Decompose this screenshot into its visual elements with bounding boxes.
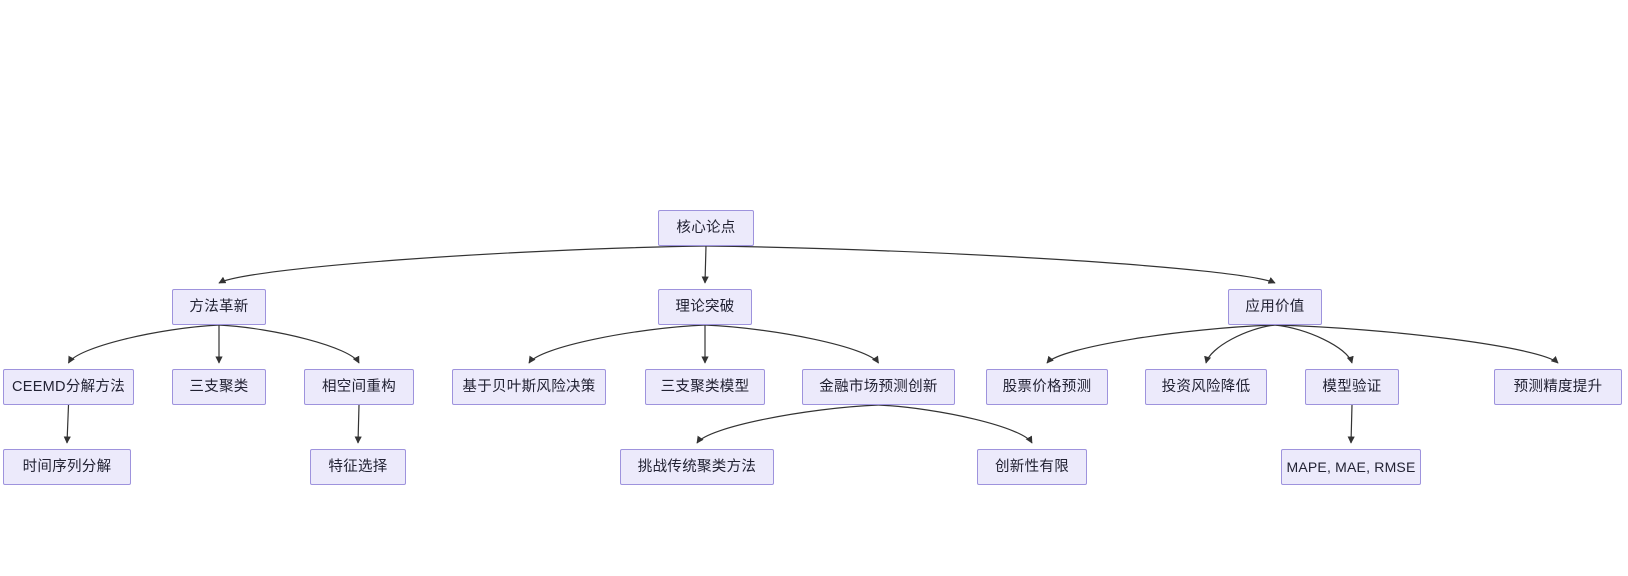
node-label: 模型验证 (1322, 378, 1382, 395)
edge-root-to-m2 (701, 245, 709, 284)
node-label: 时间序列分解 (22, 458, 112, 475)
node-label: 金融市场预测创新 (819, 378, 938, 395)
node-label: 特征选择 (328, 458, 388, 475)
edge-b3-to-b3_2 (878, 404, 1033, 444)
node-label: 相空间重构 (322, 378, 396, 395)
node-label: 理论突破 (675, 298, 735, 315)
node-m1[interactable]: 方法革新 (172, 289, 266, 325)
node-label: 创新性有限 (995, 458, 1069, 475)
node-b2[interactable]: 三支聚类模型 (645, 369, 765, 405)
edge-a3-to-a3_1 (354, 404, 362, 444)
edge-m1-to-a3 (218, 324, 360, 364)
node-label: 方法革新 (189, 298, 249, 315)
node-c1[interactable]: 股票价格预测 (986, 369, 1108, 405)
node-a2[interactable]: 三支聚类 (172, 369, 266, 405)
node-c3_1[interactable]: MAPE, MAE, RMSE (1281, 449, 1421, 485)
node-a1_1[interactable]: 时间序列分解 (3, 449, 131, 485)
edge-m3-to-c3 (1274, 324, 1354, 364)
node-label: CEEMD分解方法 (11, 378, 126, 395)
node-label: 核心论点 (676, 219, 736, 236)
node-b3[interactable]: 金融市场预测创新 (802, 369, 955, 405)
node-label: 股票价格预测 (1002, 378, 1092, 395)
edge-m3-to-c2 (1204, 324, 1276, 364)
node-label: 预测精度提升 (1513, 378, 1603, 395)
node-a3_1[interactable]: 特征选择 (310, 449, 406, 485)
node-c3[interactable]: 模型验证 (1305, 369, 1399, 405)
edge-a1-to-a1_1 (63, 404, 71, 444)
node-a3[interactable]: 相空间重构 (304, 369, 414, 405)
node-b3_2[interactable]: 创新性有限 (977, 449, 1087, 485)
edge-root-to-m3 (705, 245, 1276, 284)
node-m3[interactable]: 应用价值 (1228, 289, 1322, 325)
edge-m3-to-c1 (1046, 324, 1276, 364)
node-label: 应用价值 (1245, 298, 1305, 315)
node-a1[interactable]: CEEMD分解方法 (3, 369, 134, 405)
node-label: MAPE, MAE, RMSE (1286, 459, 1416, 475)
node-label: 挑战传统聚类方法 (637, 458, 757, 475)
node-label: 三支聚类模型 (660, 378, 750, 395)
node-b3_1[interactable]: 挑战传统聚类方法 (620, 449, 774, 485)
edge-m1-to-a1 (67, 324, 220, 364)
node-c4[interactable]: 预测精度提升 (1494, 369, 1622, 405)
edge-m3-to-c4 (1274, 324, 1559, 364)
edge-c3-to-c3_1 (1347, 404, 1355, 444)
edge-m2-to-b3 (704, 324, 880, 364)
node-b1[interactable]: 基于贝叶斯风险决策 (452, 369, 606, 405)
edge-b3-to-b3_1 (696, 404, 879, 444)
node-label: 基于贝叶斯风险决策 (462, 378, 596, 395)
node-label: 投资风险降低 (1161, 378, 1251, 395)
node-c2[interactable]: 投资风险降低 (1145, 369, 1267, 405)
edge-root-to-m1 (218, 245, 707, 284)
node-root[interactable]: 核心论点 (658, 210, 754, 246)
node-m2[interactable]: 理论突破 (658, 289, 752, 325)
node-label: 三支聚类 (189, 378, 249, 395)
edge-m2-to-b1 (528, 324, 706, 364)
